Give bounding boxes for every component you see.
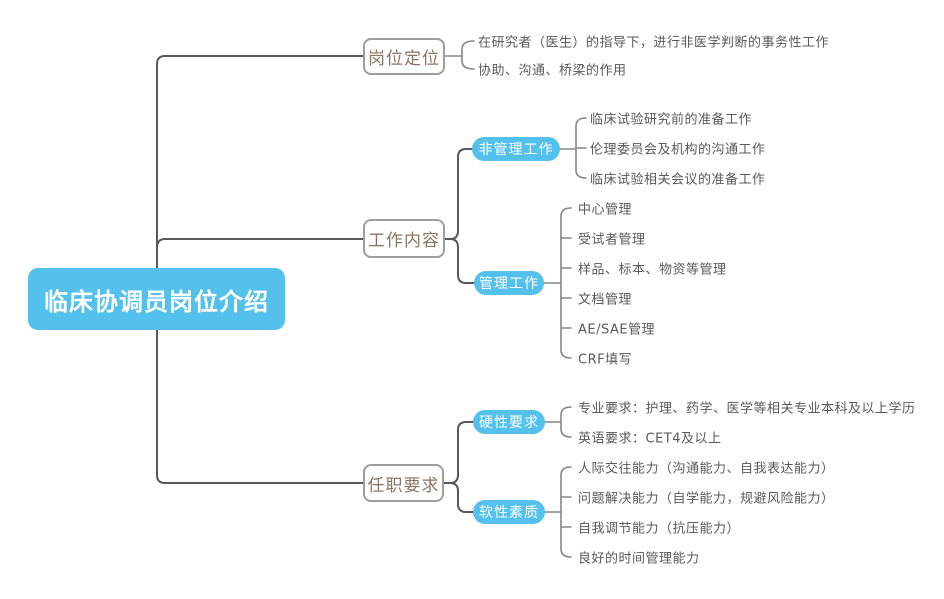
softquality-bracket xyxy=(544,466,572,558)
leaf-positioning-2[interactable]: 协助、沟通、桥梁的作用 xyxy=(478,63,627,79)
branch-job-positioning[interactable]: 岗位定位 xyxy=(363,38,445,75)
leaf-positioning-1[interactable]: 在研究者（医生）的指导下，进行非医学判断的事务性工作 xyxy=(478,35,830,51)
subbranch-management-work[interactable]: 管理工作 xyxy=(474,271,544,295)
leaf-mgmt-5[interactable]: AE/SAE管理 xyxy=(578,322,656,338)
branch-work-content[interactable]: 工作内容 xyxy=(363,219,445,258)
subbranch-hard-requirements[interactable]: 硬性要求 xyxy=(473,410,545,434)
work-to-nonmgmt-connector xyxy=(444,148,473,240)
leaf-mgmt-2[interactable]: 受试者管理 xyxy=(578,232,646,248)
work-content-connector xyxy=(156,238,364,249)
leaf-hardreq-1[interactable]: 专业要求：护理、药学、医学等相关专业本科及以上学历 xyxy=(578,401,916,417)
trunk-top-connector xyxy=(156,55,364,269)
mgmt-bracket xyxy=(543,207,572,359)
trunk-bottom-connector xyxy=(156,329,364,484)
leaf-softquality-3[interactable]: 自我调节能力（抗压能力） xyxy=(578,521,741,537)
subbranch-soft-qualities[interactable]: 软性素质 xyxy=(473,500,545,524)
leaf-softquality-2[interactable]: 问题解决能力（自学能力，规避风险能力） xyxy=(578,491,835,507)
req-to-hard-connector xyxy=(443,421,474,484)
leaf-mgmt-6[interactable]: CRF填写 xyxy=(578,352,633,368)
leaf-hardreq-2[interactable]: 英语要求：CET4及以上 xyxy=(578,431,722,447)
leaf-softquality-1[interactable]: 人际交往能力（沟通能力、自我表达能力） xyxy=(578,461,835,477)
subbranch-non-management-work[interactable]: 非管理工作 xyxy=(472,137,560,161)
work-to-mgmt-connector xyxy=(444,238,475,284)
leaf-nonmgmt-2[interactable]: 伦理委员会及机构的沟通工作 xyxy=(590,142,766,158)
hardreq-bracket xyxy=(544,406,572,438)
leaf-mgmt-1[interactable]: 中心管理 xyxy=(578,202,633,218)
root-topic[interactable]: 临床协调员岗位介绍 xyxy=(28,268,285,330)
leaf-nonmgmt-1[interactable]: 临床试验研究前的准备工作 xyxy=(590,112,753,128)
leaf-softquality-4[interactable]: 良好的时间管理能力 xyxy=(578,551,700,567)
positioning-bracket xyxy=(444,40,475,70)
req-to-soft-connector xyxy=(443,482,474,513)
leaf-mgmt-3[interactable]: 样品、标本、物资等管理 xyxy=(578,262,727,278)
nonmgmt-bracket xyxy=(559,117,587,179)
leaf-nonmgmt-3[interactable]: 临床试验相关会议的准备工作 xyxy=(590,172,766,188)
leaf-mgmt-4[interactable]: 文档管理 xyxy=(578,292,633,308)
branch-job-requirements[interactable]: 任职要求 xyxy=(363,464,444,502)
